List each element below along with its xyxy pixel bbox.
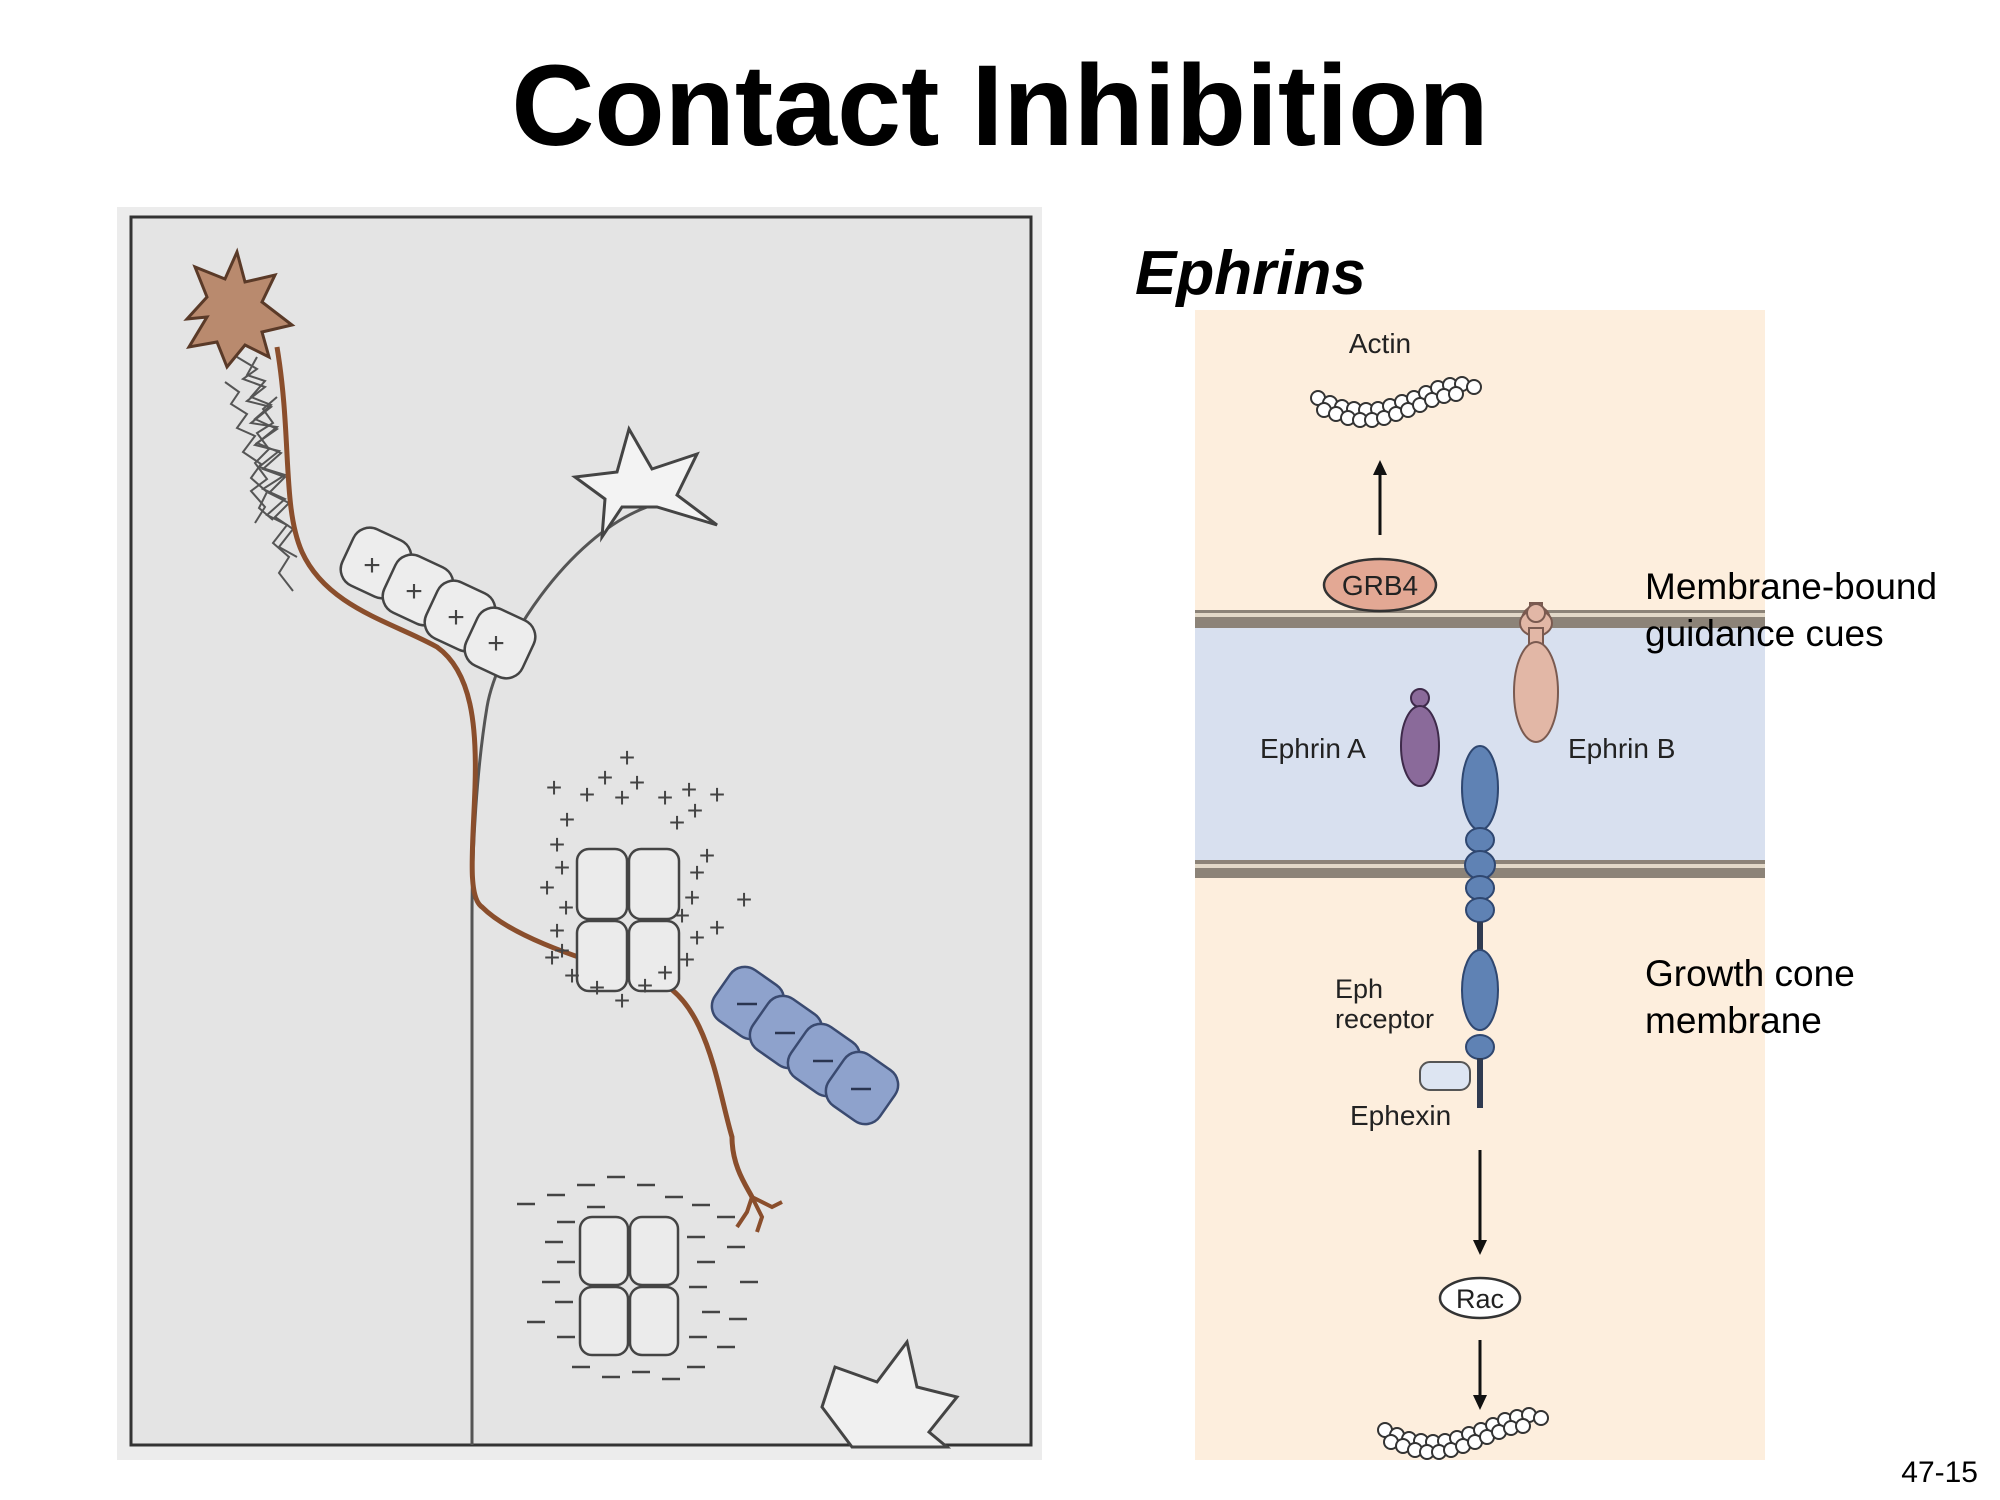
membrane-bound-line1: Membrane-bound (1645, 566, 1938, 607)
positive-signs-scatter: ++++ ++++ ++++ ++++ ++++ ++++ ++++ ++++ (539, 742, 752, 1016)
svg-text:+: + (637, 970, 653, 1001)
actin-filament-top (1310, 376, 1482, 428)
rac-label: Rac (1456, 1284, 1504, 1314)
grey-neuron-bottom (820, 1338, 960, 1449)
svg-text:+: + (549, 915, 565, 946)
svg-text:+: + (487, 627, 505, 660)
ephexin-block (1419, 1061, 1471, 1091)
svg-text:+: + (579, 779, 595, 810)
svg-text:+: + (689, 922, 705, 953)
ephrin-a-label: Ephrin A (1260, 733, 1366, 764)
slide-title: Contact Inhibition (511, 42, 1489, 170)
growth-cone (735, 1195, 783, 1233)
svg-text:+: + (674, 900, 690, 931)
svg-text:+: + (544, 942, 560, 973)
ephrin-signaling-diagram: Actin GRB4 Ephrin B Ephrin A (1195, 310, 1765, 1460)
ephrin-b-molecule (1513, 602, 1559, 743)
negative-signs-scatter (517, 1175, 758, 1381)
svg-text:+: + (709, 779, 725, 810)
svg-text:+: + (559, 804, 575, 835)
svg-text:+: + (363, 549, 381, 582)
growth-cone-label: Growth cone membrane (1645, 950, 1855, 1044)
svg-text:+: + (687, 795, 703, 826)
growth-cone-line1: Growth cone (1645, 953, 1855, 994)
svg-text:+: + (539, 872, 555, 903)
svg-text:+: + (405, 575, 423, 608)
svg-text:+: + (709, 912, 725, 943)
svg-text:+: + (554, 852, 570, 883)
svg-text:+: + (629, 767, 645, 798)
svg-text:+: + (669, 807, 685, 838)
ephexin-label: Ephexin (1350, 1100, 1451, 1131)
svg-text:+: + (619, 742, 635, 773)
negative-signs-blue (737, 1002, 871, 1091)
svg-text:+: + (589, 972, 605, 1003)
svg-text:+: + (699, 840, 715, 871)
svg-text:+: + (558, 892, 574, 923)
svg-text:+: + (546, 772, 562, 803)
svg-text:+: + (614, 985, 630, 1016)
grb4-label: GRB4 (1342, 570, 1418, 601)
grey-neuron-top (571, 425, 718, 543)
svg-text:+: + (657, 957, 673, 988)
svg-text:+: + (689, 857, 705, 888)
membrane-bound-label: Membrane-bound guidance cues (1645, 563, 1937, 657)
ephrin-b-label: Ephrin B (1568, 733, 1675, 764)
svg-text:+: + (684, 882, 700, 913)
brown-neuron (183, 247, 296, 370)
brown-axon (274, 346, 755, 1199)
eph-receptor-label-line1: Eph (1335, 974, 1383, 1004)
svg-text:+: + (736, 884, 752, 915)
rac-ellipse (1438, 1276, 1522, 1320)
ephrin-a-molecule (1400, 688, 1440, 787)
negative-cell-cluster (578, 1215, 680, 1357)
eph-receptor-label-line2: receptor (1335, 1004, 1434, 1034)
svg-text:+: + (614, 782, 630, 813)
positive-cells-diagonal (339, 526, 537, 680)
eph-receptor-molecule (1461, 745, 1499, 1060)
svg-text:+: + (657, 782, 673, 813)
growth-cone-line2: membrane (1645, 1000, 1822, 1041)
actin-label: Actin (1349, 328, 1411, 359)
svg-text:+: + (679, 944, 695, 975)
membrane-bound-line2: guidance cues (1645, 613, 1884, 654)
positive-signs-diagonal: + + + + (363, 549, 505, 660)
svg-text:+: + (554, 935, 570, 966)
svg-text:+: + (447, 601, 465, 634)
page-number: 47-15 (1901, 1456, 1978, 1489)
svg-text:+: + (564, 960, 580, 991)
svg-text:+: + (549, 829, 565, 860)
svg-text:+: + (597, 762, 613, 793)
contact-inhibition-illustration: ++++ ++++ ++++ ++++ ++++ ++++ ++++ ++++ … (117, 207, 1042, 1460)
positive-cell-cluster (575, 847, 681, 993)
ephrins-subtitle: Ephrins (1135, 239, 1366, 308)
svg-text:+: + (681, 774, 697, 805)
fiber-tangle (224, 356, 298, 592)
actin-filament-bottom (1377, 1407, 1549, 1460)
grb4-ellipse (1322, 557, 1438, 613)
